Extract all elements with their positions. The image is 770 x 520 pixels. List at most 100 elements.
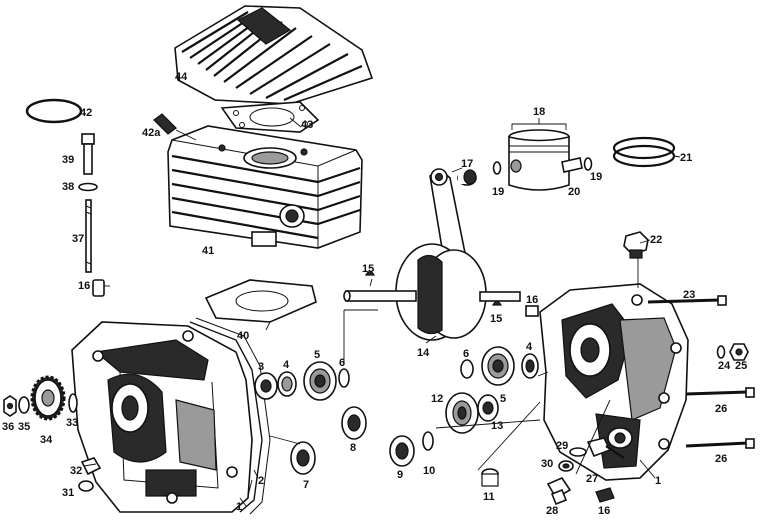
label-13: 13 bbox=[491, 420, 503, 432]
label-29: 29 bbox=[556, 440, 568, 452]
label-35: 35 bbox=[18, 421, 30, 433]
o-ring-42 bbox=[25, 98, 83, 124]
nut-16-center bbox=[525, 305, 539, 317]
crankshaft-14 bbox=[343, 168, 521, 341]
label-6-right: 6 bbox=[463, 348, 469, 360]
shim-10 bbox=[422, 431, 434, 451]
label-22: 22 bbox=[650, 234, 662, 246]
label-42: 42 bbox=[80, 107, 92, 119]
crankcase-left-1 bbox=[71, 321, 253, 513]
part-labels: 44 42 42a 43 39 38 37 16 41 40 18 17 19 … bbox=[2, 71, 747, 517]
washer-38 bbox=[78, 182, 98, 192]
bearing-9 bbox=[389, 435, 415, 467]
label-21: 21 bbox=[680, 152, 692, 164]
nut-16-left bbox=[92, 279, 105, 297]
bearing-7 bbox=[290, 441, 316, 475]
label-18: 18 bbox=[533, 106, 545, 118]
label-17: 17 bbox=[461, 158, 473, 170]
shim-6-right bbox=[460, 359, 474, 379]
nut-25 bbox=[729, 343, 749, 361]
label-1-right: 1 bbox=[655, 475, 661, 487]
label-26-upper: 26 bbox=[715, 403, 727, 415]
label-42a: 42a bbox=[142, 127, 161, 139]
label-30: 30 bbox=[541, 458, 553, 470]
label-32: 32 bbox=[70, 465, 82, 477]
label-5-right: 5 bbox=[500, 393, 506, 405]
bearing-12 bbox=[445, 392, 479, 434]
base-gasket-40 bbox=[204, 279, 317, 323]
bolt-27 bbox=[586, 437, 625, 460]
label-16-left: 16 bbox=[78, 280, 90, 292]
label-9: 9 bbox=[397, 469, 403, 481]
woodruff-key-15-right bbox=[491, 300, 503, 306]
bearing-5-right bbox=[481, 346, 515, 386]
label-6-left: 6 bbox=[339, 357, 345, 369]
bolt-23 bbox=[647, 295, 727, 306]
dowel-pin-42a bbox=[153, 113, 177, 135]
label-44: 44 bbox=[175, 71, 188, 83]
label-38: 38 bbox=[62, 181, 74, 193]
head-gasket-43 bbox=[220, 101, 320, 133]
label-15-top: 15 bbox=[362, 263, 374, 275]
label-3: 3 bbox=[258, 361, 264, 373]
label-25: 25 bbox=[735, 360, 747, 372]
label-34: 34 bbox=[40, 434, 53, 446]
label-2: 2 bbox=[258, 475, 264, 487]
bolt-26-upper bbox=[685, 387, 755, 398]
bearing-5-left bbox=[303, 361, 337, 401]
label-19-right: 19 bbox=[590, 171, 602, 183]
bolt-26-lower bbox=[685, 438, 755, 449]
plug-32 bbox=[80, 457, 102, 476]
seal-4-right bbox=[521, 353, 539, 379]
bolt-28 bbox=[546, 477, 572, 506]
label-28: 28 bbox=[546, 505, 558, 517]
gudgeon-pin-20 bbox=[561, 157, 583, 173]
bush-11 bbox=[481, 468, 499, 487]
piston-18 bbox=[508, 129, 570, 191]
label-5-left: 5 bbox=[314, 349, 320, 361]
label-14: 14 bbox=[417, 347, 430, 359]
label-23: 23 bbox=[683, 289, 695, 301]
label-33: 33 bbox=[66, 417, 78, 429]
label-31: 31 bbox=[62, 487, 74, 499]
cylinder-41 bbox=[167, 125, 363, 249]
shim-33 bbox=[68, 393, 78, 413]
label-20: 20 bbox=[568, 186, 580, 198]
bearing-8 bbox=[341, 406, 367, 440]
label-11: 11 bbox=[483, 491, 495, 503]
label-1-left: 1 bbox=[236, 501, 242, 513]
piston-bracket-18 bbox=[511, 118, 567, 130]
label-43: 43 bbox=[301, 119, 313, 131]
washer-31 bbox=[78, 480, 94, 492]
label-8: 8 bbox=[350, 442, 356, 454]
nut-30 bbox=[558, 460, 574, 472]
label-16-bottom: 16 bbox=[598, 505, 610, 517]
label-4-right: 4 bbox=[526, 341, 533, 353]
washer-24 bbox=[716, 345, 726, 359]
label-24: 24 bbox=[718, 360, 731, 372]
stud-37 bbox=[85, 199, 92, 273]
nut-16-bottom bbox=[595, 487, 615, 503]
oil-plug-22 bbox=[623, 231, 649, 259]
label-12: 12 bbox=[431, 393, 443, 405]
label-39: 39 bbox=[62, 154, 74, 166]
washer-35 bbox=[18, 396, 30, 414]
circlip-19-left bbox=[492, 161, 502, 175]
bearing-4-left bbox=[277, 371, 297, 397]
leader-lines bbox=[104, 117, 681, 507]
circlip-19-right bbox=[583, 157, 593, 171]
shim-6-left bbox=[338, 368, 350, 388]
label-40: 40 bbox=[237, 330, 249, 342]
washer-29 bbox=[569, 447, 587, 457]
label-15-right: 15 bbox=[490, 313, 502, 325]
crankcase-right-1 bbox=[539, 283, 689, 481]
crankcase-gasket-2 bbox=[189, 317, 271, 515]
bolt-39 bbox=[81, 133, 95, 175]
nut-36 bbox=[3, 395, 17, 417]
label-16-center: 16 bbox=[526, 294, 538, 306]
label-10: 10 bbox=[423, 465, 435, 477]
small-end-bearing-17 bbox=[457, 169, 477, 186]
label-36: 36 bbox=[2, 421, 14, 433]
